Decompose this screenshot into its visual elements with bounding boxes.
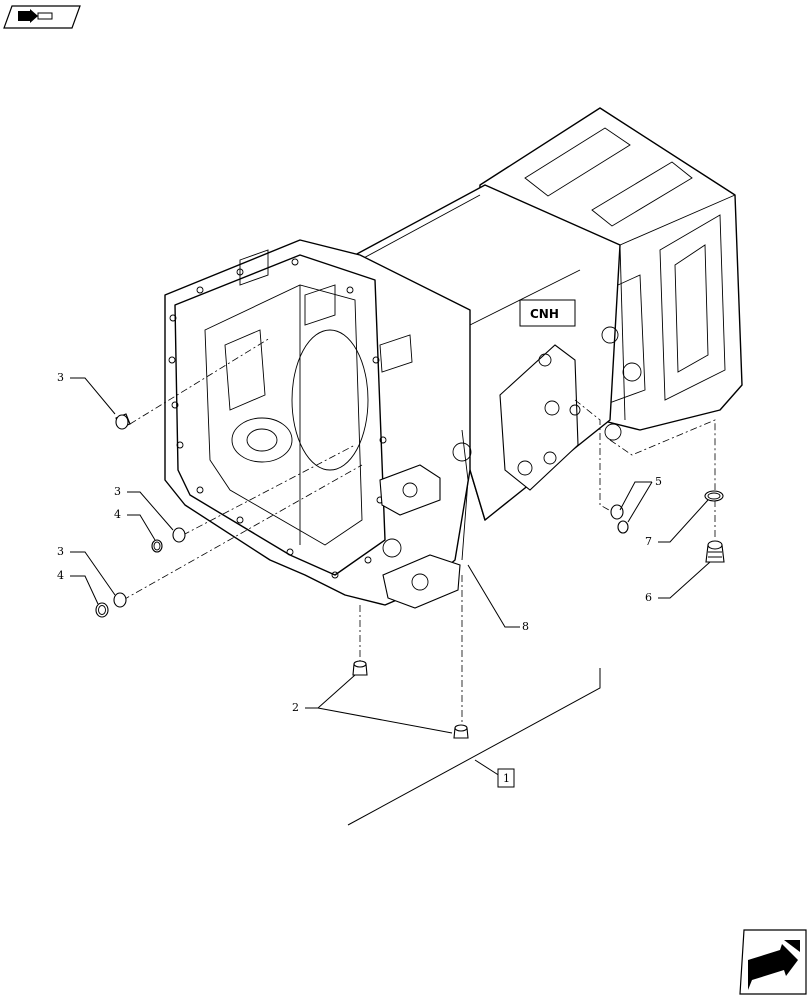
callout-labels: 3 3 4 3 4 5 7 6 8 2 1 <box>57 371 662 788</box>
callout-3: 3 <box>114 485 121 498</box>
callout-5: 5 <box>655 475 662 488</box>
callout-6: 6 <box>645 591 652 604</box>
transmission-housing: CNH <box>164 107 743 609</box>
o-ring-4c <box>95 602 109 618</box>
callout-2: 2 <box>292 701 299 714</box>
callout-4: 4 <box>57 569 64 582</box>
plug-3b <box>172 527 186 543</box>
next-page-arrow-icon[interactable] <box>739 929 807 995</box>
plug-2b <box>453 724 469 739</box>
plug-3a <box>115 413 131 430</box>
circlip-7 <box>704 490 724 502</box>
alignment-lines <box>122 337 716 728</box>
plug-5 <box>610 504 629 534</box>
plug-3c <box>113 592 127 608</box>
callout-3: 3 <box>57 545 64 558</box>
callout-1: 1 <box>503 772 510 785</box>
callout-4: 4 <box>114 508 121 521</box>
book-arrow-icon[interactable] <box>3 5 81 29</box>
brand-logo: CNH <box>530 307 559 321</box>
callout-3: 3 <box>57 371 64 384</box>
leader-lines <box>70 377 711 826</box>
callout-1-box: 1 <box>497 768 515 788</box>
o-ring-4b <box>151 539 163 553</box>
callout-8: 8 <box>522 620 529 633</box>
drain-plug-6 <box>705 540 725 563</box>
callout-7: 7 <box>645 535 652 548</box>
plug-2a <box>352 660 368 676</box>
